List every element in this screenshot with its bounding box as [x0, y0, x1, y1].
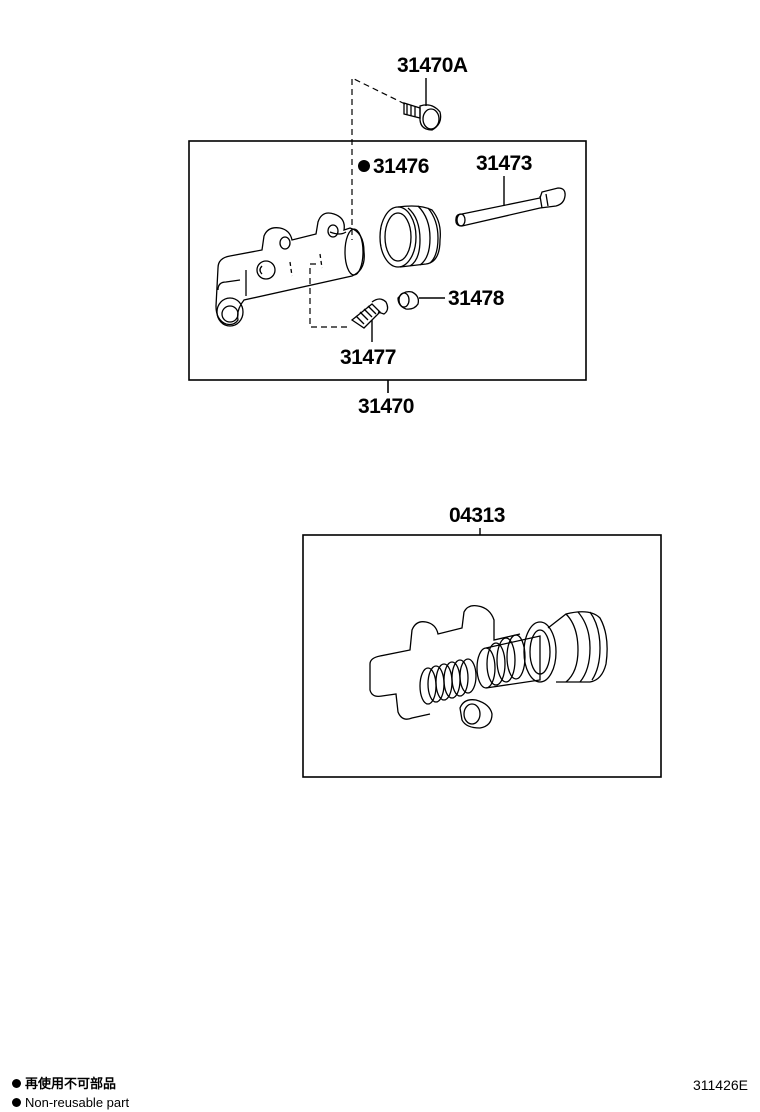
legend-en-text: Non-reusable part — [25, 1095, 130, 1111]
cap-31478-drawing — [397, 290, 445, 310]
boot-31476-drawing — [379, 205, 441, 268]
label-31476-text: 31476 — [373, 155, 429, 178]
label-31477: 31477 — [340, 346, 396, 369]
non-reusable-marker-icon — [358, 160, 370, 172]
document-id: 311426E — [692, 1077, 748, 1093]
legend-jp-text: 再使用不可部品 — [25, 1076, 117, 1092]
dashed-guides — [309, 77, 406, 328]
kit-frame-04313 — [302, 534, 662, 778]
bolt-31470A-drawing — [403, 102, 442, 131]
label-31476: 31476 — [358, 156, 429, 177]
kit-drawing — [369, 604, 608, 729]
label-04313: 04313 — [449, 504, 505, 527]
label-31478: 31478 — [448, 287, 504, 310]
cylinder-body-drawing — [215, 212, 365, 327]
bleeder-plug-31477-drawing — [350, 298, 389, 342]
legend-en: Non-reusable part — [12, 1095, 129, 1109]
label-31470: 31470 — [358, 395, 414, 418]
kit-spring-drawing — [419, 658, 477, 705]
kit-cap-drawing — [459, 699, 493, 729]
label-31473: 31473 — [476, 152, 532, 175]
legend-dot-icon — [12, 1098, 21, 1108]
kit-boot-drawing — [523, 611, 608, 683]
legend-jp: 再使用不可部品 — [12, 1076, 116, 1090]
push-rod-31473-drawing — [455, 176, 566, 227]
legend-dot-icon — [12, 1079, 21, 1089]
label-31470A: 31470A — [397, 54, 468, 77]
kit-piston-drawing — [476, 634, 541, 689]
